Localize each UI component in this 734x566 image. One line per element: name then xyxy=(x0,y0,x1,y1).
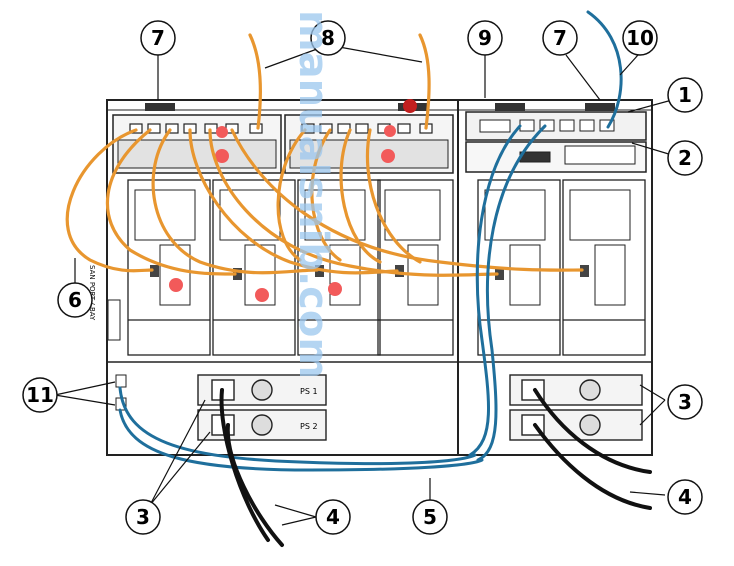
serial-connector-left xyxy=(145,103,175,111)
callout-5: 5 xyxy=(412,499,448,535)
blade-bay-1 xyxy=(127,179,211,356)
svg-text:3: 3 xyxy=(136,505,150,529)
svg-text:3: 3 xyxy=(678,390,692,414)
network-cables xyxy=(118,10,623,472)
svg-text:2: 2 xyxy=(678,146,692,170)
callout-4-left: 4 xyxy=(315,499,351,535)
power-supplies-right xyxy=(509,374,643,441)
management-module xyxy=(465,111,647,173)
svg-text:7: 7 xyxy=(553,26,567,50)
svg-text:6: 6 xyxy=(68,288,82,312)
chassis xyxy=(106,99,653,456)
vga-connector xyxy=(585,103,615,111)
callout-3-left: 3 xyxy=(125,499,161,535)
svg-text:11: 11 xyxy=(26,383,54,407)
svg-text:8: 8 xyxy=(321,26,335,50)
indicators xyxy=(169,99,417,302)
power-supplies-left xyxy=(197,374,327,441)
fibre-cables xyxy=(65,33,584,277)
svg-text:10: 10 xyxy=(626,26,654,50)
chassis-outline xyxy=(106,99,653,456)
callout-7-left: 7 xyxy=(140,20,176,56)
callout-11: 11 xyxy=(22,377,58,413)
blade-bays xyxy=(127,179,646,356)
svg-text:5: 5 xyxy=(423,505,437,529)
svg-text:9: 9 xyxy=(478,26,492,50)
side-handle xyxy=(107,299,121,341)
callout-1: 1 xyxy=(667,77,703,113)
side-label: SAN PORT / BAY xyxy=(88,265,96,321)
callout-6: 6 xyxy=(57,282,93,318)
blade-bay-6 xyxy=(562,179,646,356)
svg-text:1: 1 xyxy=(678,83,692,107)
psu-label-1: PS 1 xyxy=(300,387,318,396)
callout-4-right: 4 xyxy=(667,479,703,515)
psu-label-2: PS 2 xyxy=(300,422,318,431)
callout-9: 9 xyxy=(467,20,503,56)
blade-bay-4 xyxy=(377,179,454,356)
callout-7-right: 7 xyxy=(542,20,578,56)
callout-3-right: 3 xyxy=(667,384,703,420)
svg-text:4: 4 xyxy=(678,485,692,509)
svg-text:4: 4 xyxy=(326,505,340,529)
uplink-port-top xyxy=(115,374,127,388)
svg-text:7: 7 xyxy=(151,26,165,50)
watermark: manualsnib.com xyxy=(290,10,336,379)
serial-connector-right xyxy=(495,103,525,111)
leader-lines xyxy=(54,44,673,526)
callout-10: 10 xyxy=(622,20,658,56)
callout-8: 8 xyxy=(310,20,346,56)
power-cables xyxy=(219,388,652,547)
callouts: 7 8 9 7 10 1 2 3 xyxy=(22,20,703,535)
callout-2: 2 xyxy=(667,140,703,176)
